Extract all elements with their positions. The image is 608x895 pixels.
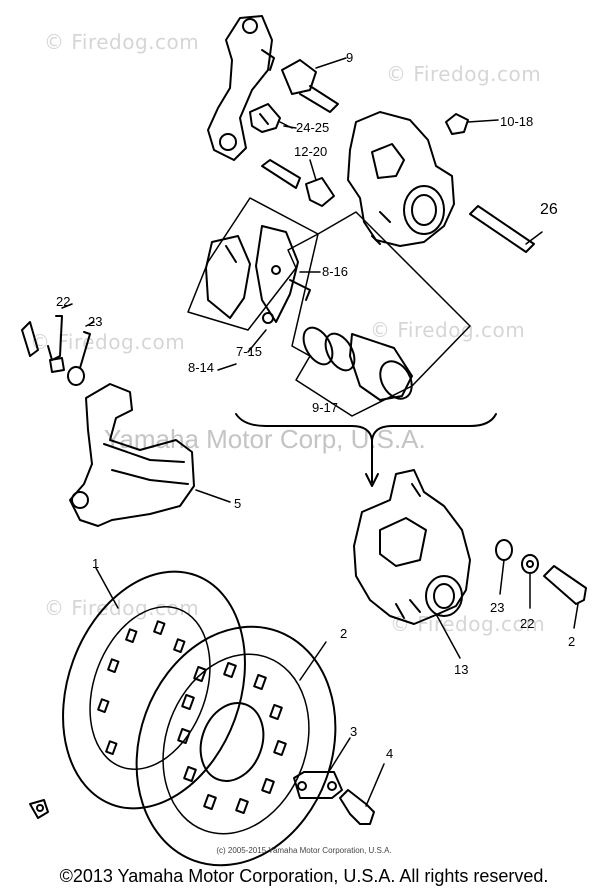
callout-23-right: 23 [490,600,504,615]
callout-13: 13 [454,662,468,677]
caliper-bracket-top [207,15,275,161]
footer-copyright: ©2013 Yamaha Motor Corporation, U.S.A. A… [59,866,549,886]
copyright-small: (c) 2005-2015 Yamaha Motor Corporation, … [216,846,392,855]
callout-23: 23 [88,314,102,329]
callout-9-17: 9-17 [312,400,338,415]
caliper-assembled [353,469,471,659]
leader-24-25 [283,125,297,129]
callout-22-right: 22 [520,616,534,631]
brake-disc-2 [97,620,337,867]
corner-fragment [29,799,49,819]
callout-24-25: 24-25 [296,120,329,135]
watermark-firedog-1: © Firedog.com [44,30,200,54]
callout-9: 9 [346,50,353,65]
watermark-firedog-4: © Firedog.com [30,330,186,354]
watermark-firedog-2: © Firedog.com [386,62,542,86]
caliper-body-top [347,111,455,247]
piston-group-outline [291,211,471,417]
piston-seals [302,326,413,401]
callout-2-right: 2 [568,634,575,649]
right-bolt-group [495,539,587,629]
left-bolt-group [21,303,95,386]
disc-bolt-4 [339,763,385,825]
pin-26 [469,205,543,253]
leader-7-15 [247,329,267,353]
callout-1: 1 [92,556,99,571]
callout-7-15: 7-15 [236,344,262,359]
callout-10-18: 10-18 [500,114,533,129]
callout-8-16: 8-16 [322,264,348,279]
clip-24-25 [249,103,293,133]
bleed-screw-10-18 [445,113,499,135]
callout-12-20: 12-20 [294,144,327,159]
callout-3: 3 [350,724,357,739]
caliper-bracket-left [69,383,231,527]
slide-pin-9 [281,57,347,113]
callout-4: 4 [386,746,393,761]
callout-26: 26 [540,201,558,218]
callout-22: 22 [56,294,70,309]
bolt-12-20 [261,159,335,207]
disc-bracket-3 [293,737,351,799]
leader-8-14 [217,363,237,371]
callout-5: 5 [234,496,241,511]
brake-pads [205,225,311,324]
brake-disc-1 [62,567,246,810]
assembly-arrow [365,439,379,487]
callout-2: 2 [340,626,347,641]
callout-8-14: 8-14 [188,360,214,375]
watermark-firedog-3: © Firedog.com [370,318,526,342]
pad-group-outline [187,197,319,331]
assembly-brace [235,413,497,441]
